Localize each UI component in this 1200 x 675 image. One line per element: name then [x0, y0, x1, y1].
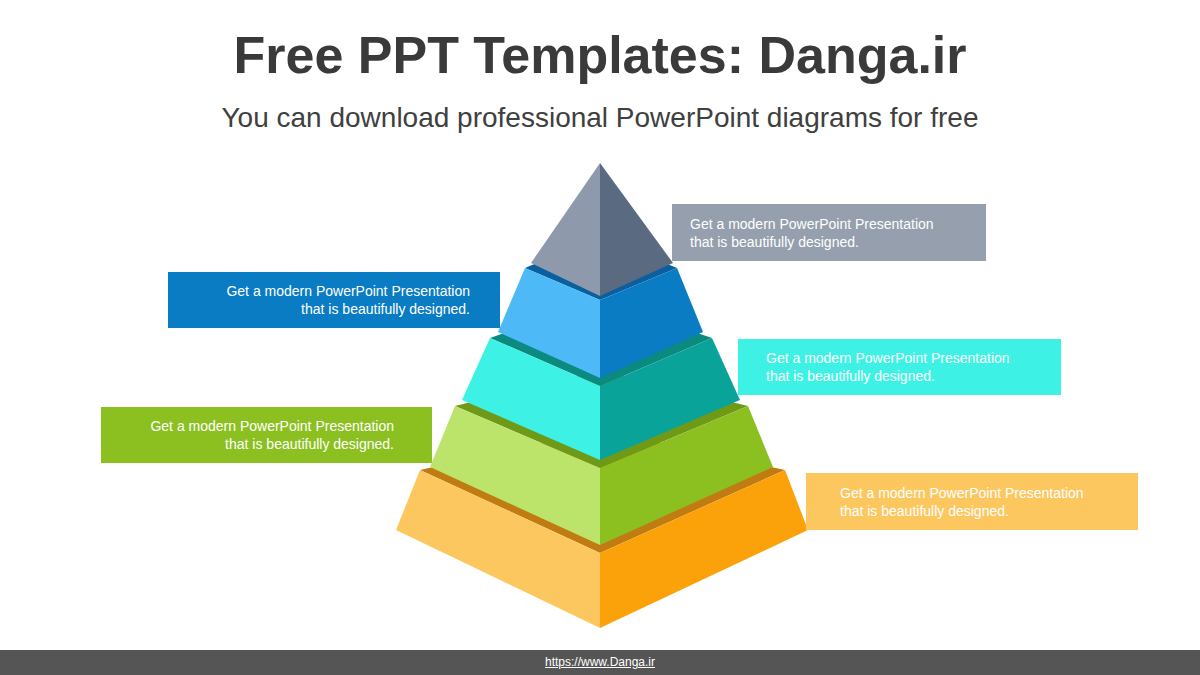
callout-band: Get a modern PowerPoint Presentation tha… — [168, 272, 500, 328]
callout-band: Get a modern PowerPoint Presentation tha… — [101, 407, 432, 463]
callout-text: Get a modern PowerPoint Presentation tha… — [840, 484, 1110, 520]
footer-link: https://www.Danga.ir — [0, 654, 1200, 670]
callout-text: Get a modern PowerPoint Presentation tha… — [200, 282, 470, 318]
tier-face — [600, 163, 673, 296]
callout-band: Get a modern PowerPoint Presentation tha… — [672, 204, 986, 261]
callout-band: Get a modern PowerPoint Presentation tha… — [806, 473, 1138, 530]
subtitle: You can download professional PowerPoint… — [0, 100, 1200, 136]
title: Free PPT Templates: Danga.ir — [0, 24, 1200, 86]
callout-text: Get a modern PowerPoint Presentation tha… — [766, 349, 1036, 385]
footer-bar — [0, 650, 1200, 675]
tier-face — [531, 163, 600, 296]
callout-band: Get a modern PowerPoint Presentation tha… — [738, 339, 1061, 395]
callout-text: Get a modern PowerPoint Presentation tha… — [124, 417, 394, 453]
callout-text: Get a modern PowerPoint Presentation tha… — [690, 215, 960, 251]
